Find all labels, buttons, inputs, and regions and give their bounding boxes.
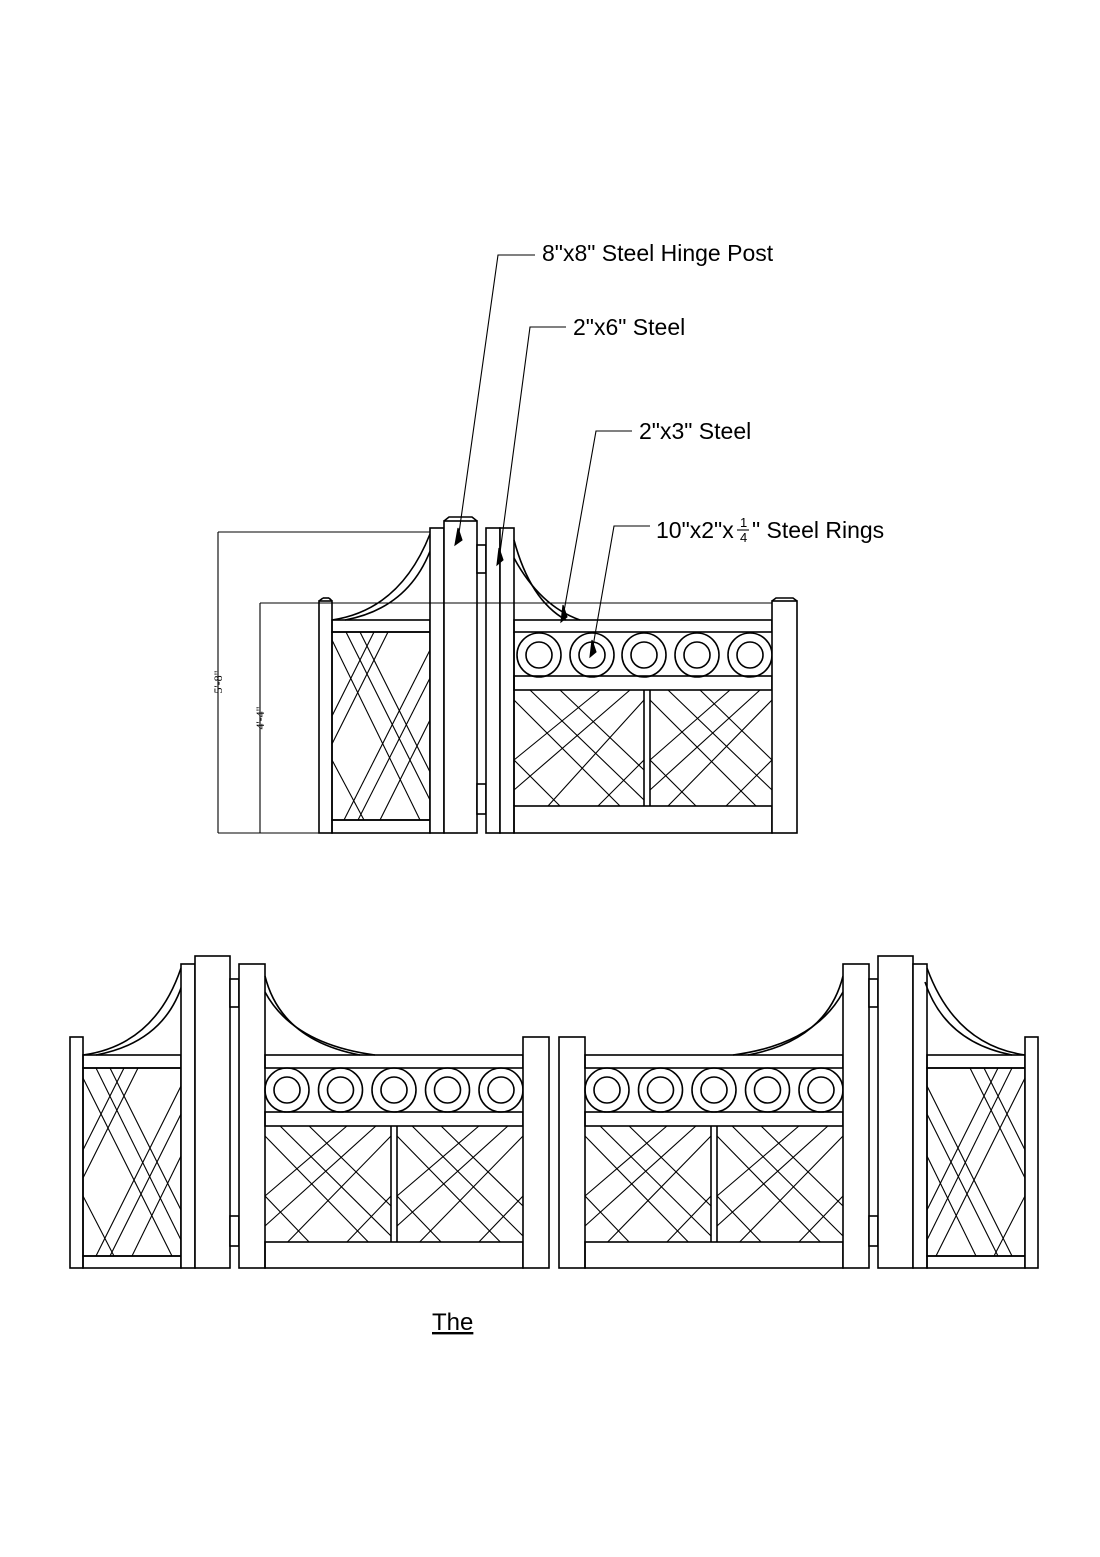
- right-gate-leaf-ring: [744, 1067, 791, 1113]
- right-gate-leaf-ring: [637, 1067, 684, 1113]
- dimension-overall-height: 5'-8": [211, 531, 444, 834]
- right-end-post: [1024, 1036, 1039, 1269]
- callout-hinge-post: 8"x8" Steel Hinge Post: [542, 240, 774, 266]
- right-gate-leaf-ring: [798, 1067, 844, 1113]
- right-gate-leaf-ring: [691, 1067, 737, 1113]
- right-side-panel: [926, 1067, 1026, 1257]
- left-meeting-post: [522, 1036, 550, 1269]
- right-gate-stile: [842, 963, 870, 1269]
- callout-steel-rings: 10"x2"x 1 4 " Steel Rings: [656, 515, 884, 545]
- left-gate-leaf-ring: [317, 1067, 364, 1113]
- hinge-post: [443, 520, 478, 834]
- callout-steel-2x6: 2"x6" Steel: [573, 314, 685, 340]
- panel-height-label: 4'-4": [253, 706, 267, 729]
- left-gate-stile: [238, 963, 266, 1269]
- callout-steel-2x3: 2"x3" Steel: [639, 418, 751, 444]
- svg-text:1: 1: [740, 515, 747, 530]
- gate-leaf: [513, 539, 798, 834]
- left-gate-leaf-ring: [424, 1067, 471, 1113]
- left-hinge-post: [194, 955, 231, 1269]
- overall-height-label: 5'-8": [211, 670, 225, 693]
- callout-leaders: [454, 254, 650, 659]
- dimension-panel-height: 4'-4": [253, 602, 320, 833]
- steel-rings: [516, 632, 773, 678]
- right-gate-leaf-ring: [584, 1067, 630, 1113]
- drawing-caption: The: [432, 1309, 473, 1336]
- full-gate-elevation: [69, 955, 1039, 1269]
- gate-detail-elevation: 5'-8" 4'-4": [211, 240, 884, 834]
- left-end-post: [69, 1036, 84, 1269]
- left-gate-leaf-ring: [264, 1067, 310, 1113]
- right-meeting-post: [558, 1036, 586, 1269]
- hinge-post-assembly: [429, 516, 515, 834]
- left-fence-panel: [318, 533, 433, 834]
- svg-text:4: 4: [740, 530, 747, 545]
- right-hinge-post: [877, 955, 914, 1269]
- left-side-panel: [82, 1067, 182, 1257]
- left-gate-leaf-ring: [478, 1067, 524, 1113]
- svg-text:" Steel Rings: " Steel Rings: [752, 517, 884, 543]
- left-gate-leaf-ring: [371, 1067, 417, 1113]
- svg-text:10"x2"x: 10"x2"x: [656, 517, 734, 543]
- gate-stile: [499, 527, 515, 834]
